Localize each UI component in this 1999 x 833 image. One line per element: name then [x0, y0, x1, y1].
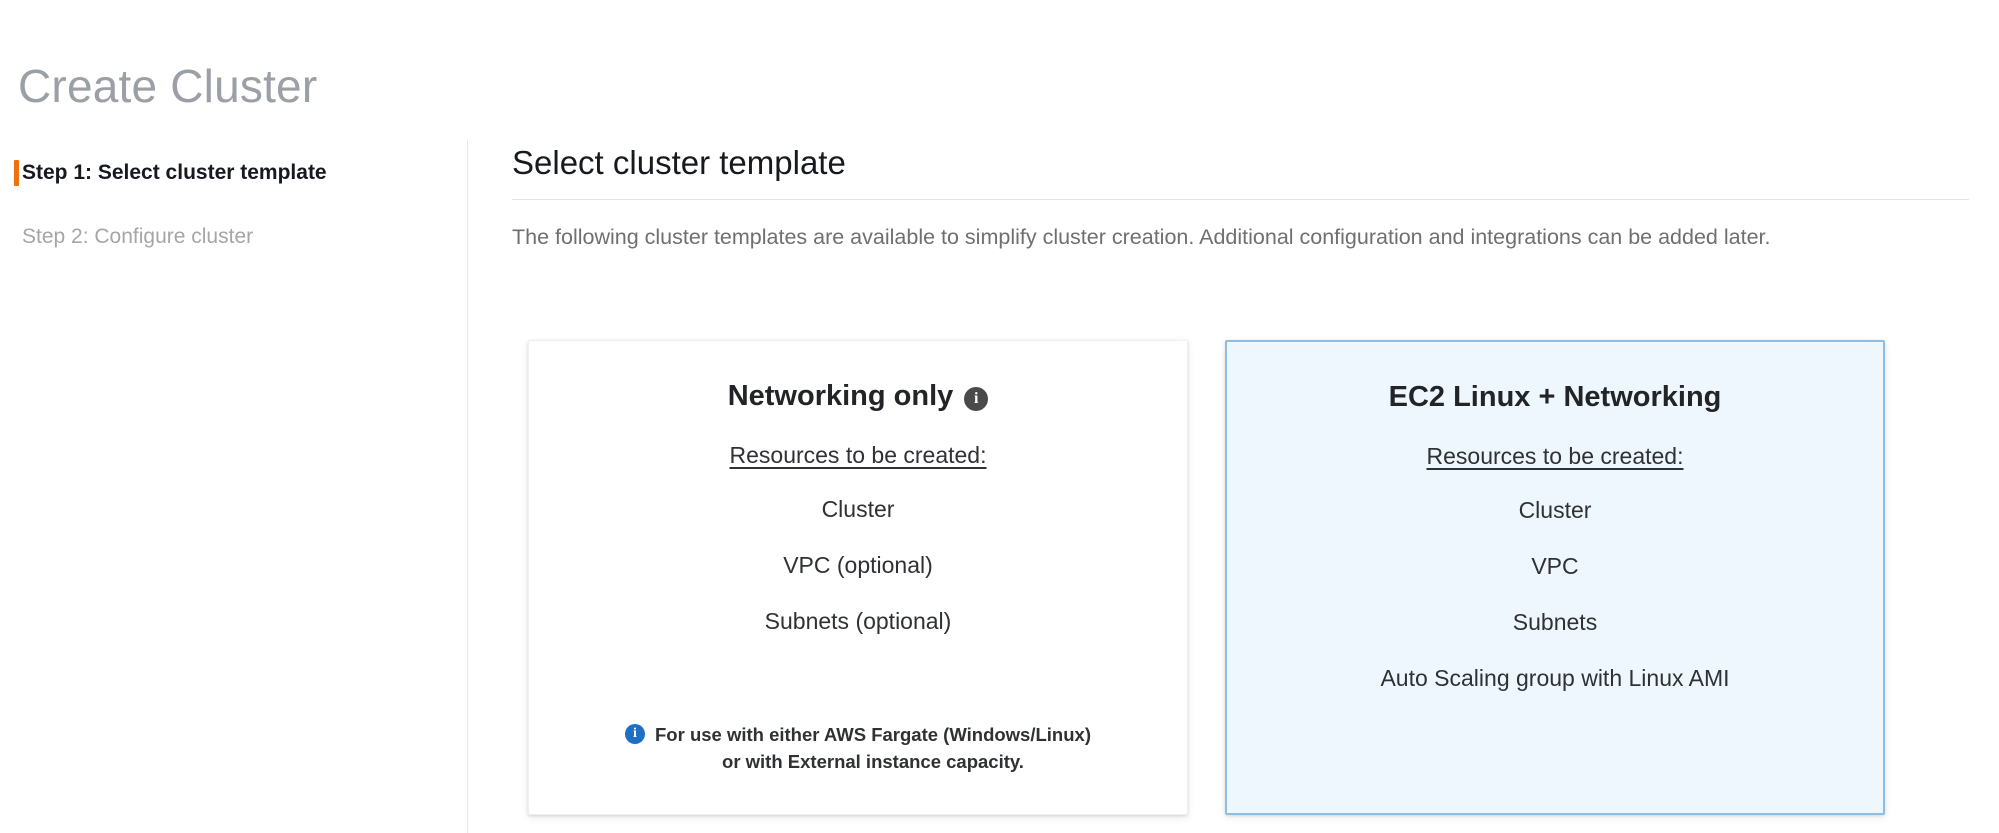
list-item: Subnets (optional)	[764, 608, 952, 635]
sidebar-item-step-2[interactable]: Step 2: Configure cluster	[0, 216, 468, 258]
section-title: Select cluster template	[512, 144, 846, 181]
card-footnote-line-1: For use with either AWS Fargate (Windows…	[655, 724, 1091, 746]
wizard-steps-sidebar: Step 1: Select cluster template Step 2: …	[0, 140, 468, 833]
section-divider	[512, 199, 1969, 201]
template-card-ec2-linux-networking[interactable]: EC2 Linux + Networking Resources to be c…	[1225, 340, 1885, 815]
info-icon[interactable]: i	[964, 386, 989, 411]
sidebar-item-label-step-2: Step 2: Configure cluster	[22, 225, 254, 249]
card-footnote: i For use with either AWS Fargate (Windo…	[625, 722, 1091, 794]
page-title: Create Cluster	[18, 59, 318, 112]
template-card-list: Networking only i Resources to be create…	[528, 340, 1885, 815]
list-item: Auto Scaling group with Linux AMI	[1380, 665, 1730, 692]
card-title-text: Networking only	[727, 380, 954, 412]
list-item: VPC (optional)	[783, 552, 933, 579]
active-step-indicator-bar	[14, 160, 19, 186]
card-title-text: EC2 Linux + Networking	[1388, 381, 1722, 413]
sidebar-item-step-1[interactable]: Step 1: Select cluster template	[0, 152, 468, 194]
sidebar-divider	[467, 140, 468, 833]
list-item: Cluster	[821, 496, 895, 523]
section-description: The following cluster templates are avai…	[512, 225, 1771, 250]
card-footnote-text: For use with either AWS Fargate (Windows…	[655, 722, 1091, 776]
main-content: Select cluster template The following cl…	[468, 140, 1999, 833]
card-footnote-line-2: or with External instance capacity.	[722, 751, 1024, 773]
template-card-networking-only[interactable]: Networking only i Resources to be create…	[528, 340, 1188, 815]
list-item: Cluster	[1518, 497, 1592, 524]
card-title-ec2-linux-networking: EC2 Linux + Networking	[1389, 380, 1722, 415]
info-circle-icon: i	[625, 724, 645, 745]
list-item: VPC	[1531, 553, 1579, 580]
resources-label: Resources to be created:	[729, 442, 987, 469]
list-item: Subnets	[1512, 609, 1598, 636]
sidebar-item-label-step-1: Step 1: Select cluster template	[22, 161, 327, 184]
card-title-networking-only: Networking only i	[728, 379, 989, 414]
resources-label: Resources to be created:	[1426, 443, 1684, 470]
resource-list: Cluster VPC Subnets Auto Scaling group w…	[1253, 470, 1857, 694]
page-body: Step 1: Select cluster template Step 2: …	[0, 140, 1999, 833]
resource-list: Cluster VPC (optional) Subnets (optional…	[555, 469, 1161, 637]
